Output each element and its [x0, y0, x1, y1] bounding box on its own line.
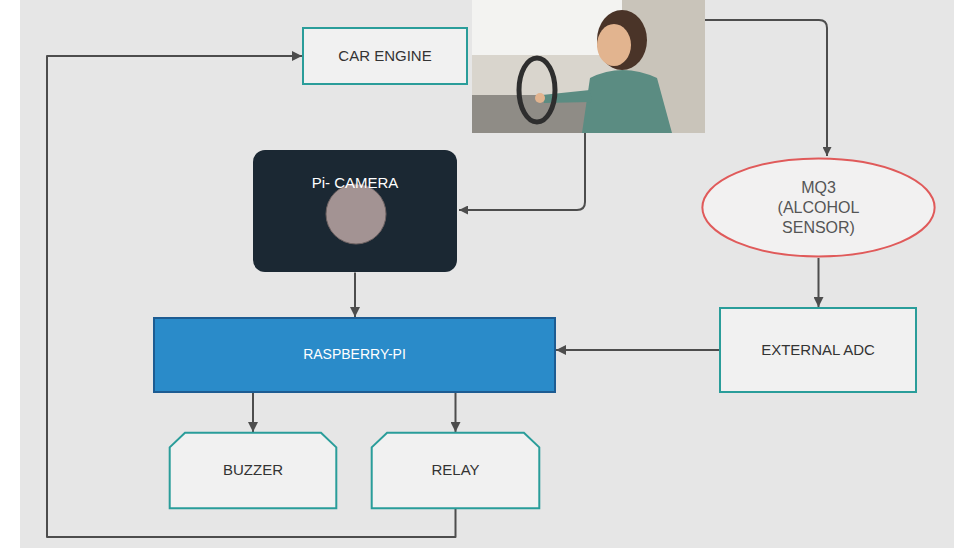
car-interior	[472, 0, 705, 133]
node-label: MQ3 (ALCOHOL SENSOR)	[764, 178, 874, 238]
camera-view-line	[459, 133, 585, 210]
buzzer-box: BUZZER	[168, 432, 338, 509]
breath-line	[705, 20, 827, 156]
connector-arrow	[455, 393, 457, 432]
text-stack: EXTERNAL ADC	[761, 341, 875, 360]
relay-box: RELAY	[370, 432, 541, 509]
camera-lens	[253, 150, 457, 273]
node-label: CAR ENGINE	[338, 47, 431, 66]
text-stack: BUZZER	[223, 461, 283, 480]
ellipse-border	[702, 159, 934, 257]
engine-box: CAR ENGINE	[302, 27, 468, 85]
text-stack: MQ3 (ALCOHOL SENSOR)	[764, 178, 874, 238]
arm	[542, 90, 592, 103]
text-stack: RASPBERRY-PI	[303, 346, 406, 364]
camera-box: Pi- CAMERA	[253, 150, 457, 273]
node-label: RELAY	[431, 461, 479, 480]
text-stack: RELAY	[431, 461, 479, 480]
sensor-ellipse: MQ3 (ALCOHOL SENSOR)	[700, 157, 937, 258]
hair	[597, 10, 647, 70]
text-stack: Pi- CAMERA	[312, 174, 399, 193]
tag-border	[170, 433, 337, 508]
node-label: RASPBERRY-PI	[303, 346, 406, 364]
lens-circle	[326, 184, 386, 244]
face	[597, 24, 631, 66]
connector-arrow	[556, 349, 719, 351]
hand	[535, 93, 545, 103]
sweater	[582, 70, 672, 133]
connector-arrow	[354, 272, 356, 317]
steering-wheel	[519, 58, 555, 122]
controller-box: RASPBERRY-PI	[153, 317, 556, 393]
connector-arrow	[818, 258, 820, 307]
text-stack: CAR ENGINE	[338, 47, 431, 66]
node-label: EXTERNAL ADC	[761, 341, 875, 360]
node-label: Pi- CAMERA	[312, 174, 399, 193]
adc-box: EXTERNAL ADC	[719, 307, 917, 393]
node-label: BUZZER	[223, 461, 283, 480]
tag-border	[372, 433, 540, 508]
connector-arrow	[252, 393, 254, 432]
